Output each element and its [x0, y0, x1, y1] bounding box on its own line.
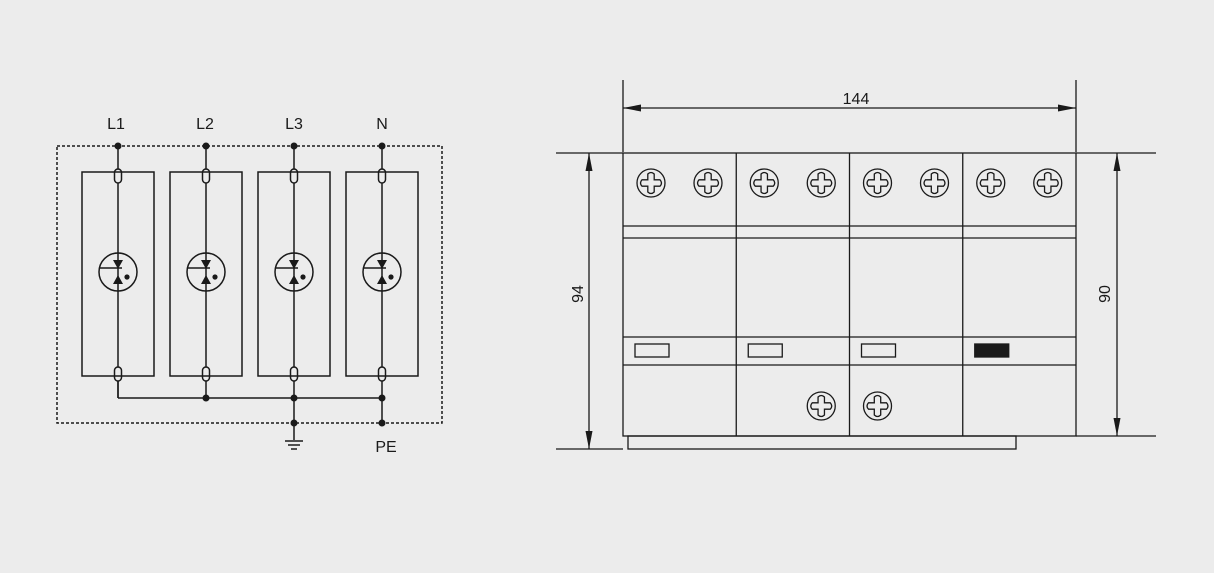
- label-l3: L3: [285, 116, 303, 133]
- label-pe: PE: [375, 439, 396, 456]
- module-box: [169, 171, 243, 377]
- device-module: [860, 168, 950, 358]
- pe-node: [378, 419, 386, 427]
- status-indicator-fault: [974, 343, 1010, 358]
- wiring-schematic: L1 L2 L3 N PE: [56, 116, 443, 456]
- height-dimension-label-right: 90: [1097, 285, 1114, 303]
- arrowhead-top-right: [1113, 153, 1121, 171]
- contact-top: [289, 168, 299, 184]
- dimension-drawing: 144 94 90: [556, 80, 1156, 450]
- width-dimension-label: 144: [843, 91, 870, 108]
- arrowhead-right: [1058, 104, 1076, 112]
- terminal-screw-icon: [636, 168, 666, 198]
- contact-bottom: [113, 366, 123, 382]
- protection-modules: [81, 142, 419, 398]
- status-indicator-normal: [747, 343, 783, 358]
- terminal-screw-icon: [693, 168, 723, 198]
- varistor-spark-gap-icon: [98, 252, 138, 292]
- enclosure-dashed-border: [56, 145, 443, 424]
- bus-node: [202, 394, 210, 402]
- arrowhead-left: [623, 104, 641, 112]
- status-indicator-normal: [634, 343, 670, 358]
- terminal-screw-icon: [919, 168, 950, 198]
- module-box: [81, 171, 155, 377]
- protection-module: [169, 142, 243, 398]
- protection-module: [345, 142, 419, 398]
- label-l2: L2: [196, 116, 214, 133]
- varistor-spark-gap-icon: [186, 252, 226, 292]
- label-n: N: [376, 116, 388, 133]
- terminal-screw-icon: [806, 168, 836, 198]
- terminal-screw-icon: [862, 168, 893, 198]
- varistor-spark-gap-icon: [274, 252, 314, 292]
- earth-node: [290, 419, 298, 427]
- contact-top: [113, 168, 123, 184]
- contact-top: [377, 168, 387, 184]
- ground-icon: [285, 440, 303, 450]
- terminal-screw-icon: [976, 168, 1006, 198]
- contact-bottom: [201, 366, 211, 382]
- varistor-spark-gap-icon: [362, 252, 402, 292]
- module-box: [345, 171, 419, 377]
- label-l1: L1: [107, 116, 125, 133]
- device-module: [974, 168, 1063, 358]
- device-module: [634, 168, 723, 358]
- contact-top: [201, 168, 211, 184]
- protection-module: [257, 142, 331, 398]
- terminal-screw-icon: [806, 391, 836, 421]
- terminal-screw-icon: [862, 391, 893, 421]
- height-dimension-label-left: 94: [570, 285, 587, 303]
- device-module: [747, 168, 836, 358]
- device-modules: [634, 153, 1063, 436]
- terminal-screw-icon: [1033, 168, 1063, 198]
- din-rail-base: [627, 435, 1017, 450]
- protection-module: [81, 142, 155, 398]
- arrowhead-top-left: [585, 153, 593, 171]
- contact-bottom: [377, 366, 387, 382]
- terminal-screw-icon: [749, 168, 779, 198]
- arrowhead-bottom-left: [585, 431, 593, 449]
- arrowhead-bottom-right: [1113, 418, 1121, 436]
- module-box: [257, 171, 331, 377]
- status-indicator-normal: [860, 343, 897, 358]
- contact-bottom: [289, 366, 299, 382]
